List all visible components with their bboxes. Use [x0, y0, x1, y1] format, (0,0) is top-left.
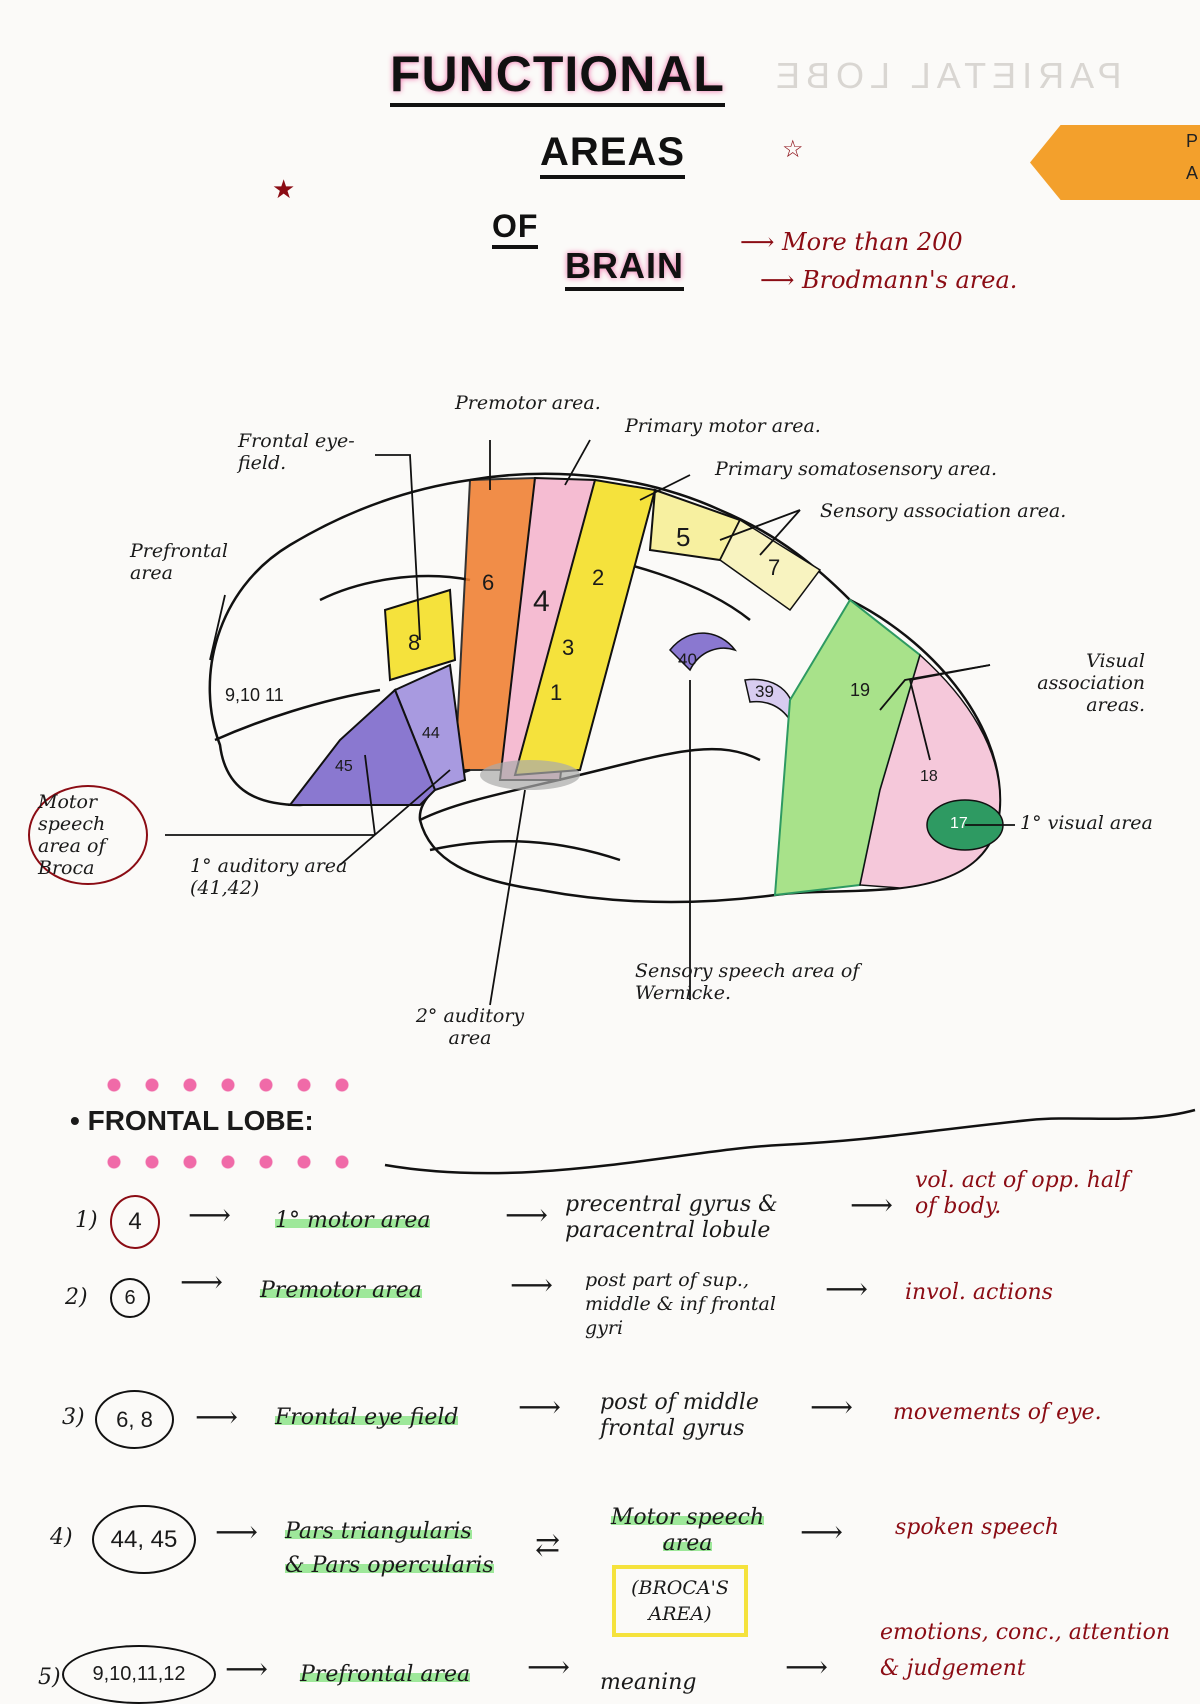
- area-function: spoken speech: [895, 1515, 1060, 1540]
- arrow-icon: ⟶: [518, 1390, 562, 1425]
- area-number: 1: [550, 680, 563, 705]
- arrow-icon: ⟶: [527, 1650, 571, 1685]
- area-number: 17: [950, 815, 968, 832]
- exchange-arrows-icon: ⇄: [535, 1528, 561, 1563]
- row-number: 2): [65, 1285, 88, 1310]
- area-name: 1° motor area: [275, 1208, 431, 1233]
- area-location: post of middle frontal gyrus: [600, 1390, 759, 1441]
- area-number: 9,10 11: [225, 685, 284, 705]
- area-number: 8: [408, 630, 421, 655]
- area-name: Prefrontal area: [300, 1662, 471, 1687]
- label-premotor-area: Premotor area.: [455, 392, 601, 414]
- star-icon: ★: [272, 175, 296, 205]
- title-note-text: More than 200: [782, 228, 963, 256]
- area-location: meaning: [600, 1670, 697, 1695]
- auditory-area-region: [480, 760, 580, 790]
- frontal-lobe-heading-text: FRONTAL LOBE:: [87, 1105, 314, 1136]
- tab-letter: A: [1185, 163, 1198, 183]
- area-number: 4: [533, 585, 550, 618]
- arrow-icon: ⟶: [825, 1272, 869, 1307]
- area-7-region: [719, 518, 822, 612]
- area-location: post part of sup., middle & inf frontal …: [585, 1269, 776, 1339]
- wavy-divider: [384, 1108, 1196, 1175]
- arrow-icon: ⟶: [510, 1268, 554, 1303]
- area-function: emotions, conc., attention & judgement: [880, 1620, 1171, 1681]
- area-number: 6: [482, 570, 495, 595]
- area-number: 44: [422, 725, 440, 742]
- arrow-icon: ⟶: [180, 1265, 224, 1300]
- row-number: 5): [38, 1665, 61, 1690]
- area-number: 3: [562, 635, 575, 660]
- area-circle: 6, 8: [95, 1390, 174, 1449]
- label-sensory-speech-area-wernicke: Sensory speech area of Wernicke.: [635, 960, 860, 1004]
- area-number: 7: [768, 555, 781, 580]
- area-number: 45: [335, 758, 353, 775]
- title-line-4: BRAIN: [565, 245, 684, 291]
- area-circle: 4: [110, 1195, 160, 1249]
- label-motor-speech-area-of-broca: Motor speech area of Broca: [28, 785, 148, 889]
- area-name: Pars triangularis & Pars opercularis: [285, 1519, 494, 1578]
- pink-dot-decoration: [95, 1152, 360, 1172]
- arrow-icon: ⟶: [785, 1650, 829, 1685]
- area-number: 18: [920, 768, 938, 785]
- label-primary-motor-area: Primary motor area.: [625, 415, 821, 437]
- arrow-icon: ⟶: [215, 1515, 259, 1550]
- area-function: vol. act of opp. half of body.: [915, 1168, 1130, 1219]
- area-name: Premotor area: [260, 1278, 422, 1303]
- area-name: Frontal eye field: [275, 1405, 459, 1430]
- label-visual-association-areas: Visual association areas.: [1037, 650, 1145, 716]
- pink-dot-decoration: [95, 1075, 360, 1095]
- row-number: 3): [62, 1405, 85, 1430]
- area-function: invol. actions: [905, 1280, 1053, 1305]
- arrow-icon: ⟶: [505, 1198, 549, 1233]
- title-note: ⟶ More than 200: [740, 228, 963, 256]
- area-circle: 6: [110, 1278, 150, 1318]
- label-primary-visual-area: 1° visual area: [1020, 812, 1153, 834]
- brain-diagram: [165, 439, 1015, 1006]
- title-line-3: OF: [492, 208, 539, 249]
- label-frontal-eye-field: Frontal eye-field.: [238, 430, 355, 474]
- area-number: 5: [676, 522, 691, 552]
- title-note-text: Brodmann's area.: [802, 266, 1018, 294]
- label-primary-auditory-area: 1° auditory area (41,42): [190, 855, 348, 899]
- row-number: 4): [50, 1525, 73, 1550]
- area-number: 39: [755, 682, 774, 701]
- area-function: movements of eye.: [893, 1400, 1102, 1425]
- area-45-region: [287, 688, 437, 806]
- tab-letter: P: [1185, 131, 1198, 151]
- brocas-area-box: (BROCA'S AREA): [612, 1565, 748, 1637]
- area-number: 19: [850, 680, 871, 700]
- area-circle: 44, 45: [92, 1505, 196, 1574]
- orange-index-tab: P A: [1030, 125, 1200, 200]
- label-prefrontal-area: Prefrontal area: [130, 540, 228, 584]
- star-icon: ☆: [782, 135, 804, 163]
- leader-lines: [165, 439, 1015, 1006]
- broca-label-text: Motor speech area of Broca: [28, 785, 148, 885]
- area-location: Motor speech area: [610, 1505, 765, 1556]
- area-number: 2: [592, 565, 605, 590]
- row-number: 1): [75, 1208, 98, 1233]
- label-secondary-auditory-area: 2° auditory area: [415, 1005, 525, 1049]
- area-location: precentral gyrus & paracentral lobule: [565, 1192, 778, 1243]
- title-line-2: AREAS: [540, 130, 686, 179]
- arrow-icon: ⟶: [810, 1390, 854, 1425]
- area-3-1-2-region: [513, 478, 657, 777]
- arrow-icon: ⟶: [225, 1652, 269, 1687]
- label-primary-somatosensory-area: Primary somatosensory area.: [715, 458, 998, 480]
- area-number: 40: [678, 650, 697, 669]
- title-note: ⟶ Brodmann's area.: [760, 266, 1018, 294]
- area-40-region: [668, 632, 738, 672]
- arrow-icon: ⟶: [195, 1400, 239, 1435]
- frontal-lobe-heading: • FRONTAL LOBE:: [70, 1105, 314, 1136]
- arrow-icon: ⟶: [188, 1198, 232, 1233]
- arrow-icon: ⟶: [800, 1515, 844, 1550]
- arrow-icon: ⟶: [850, 1188, 894, 1223]
- area-circle: 9,10,11,12: [62, 1645, 216, 1704]
- title-line-1: FUNCTIONAL: [390, 45, 725, 107]
- label-sensory-association-area: Sensory association area.: [820, 500, 1067, 522]
